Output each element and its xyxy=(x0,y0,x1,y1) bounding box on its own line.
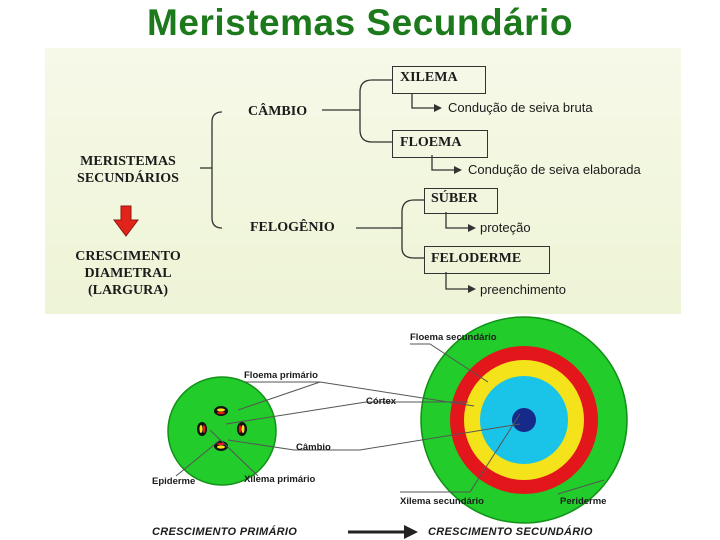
down-arrow-icon xyxy=(113,205,139,237)
primary-stem-section xyxy=(167,376,277,486)
feloderme-node: FELODERME xyxy=(431,251,522,266)
concept-map-panel xyxy=(45,48,681,314)
result-label-line2: DIAMETRAL xyxy=(84,266,172,281)
result-label-line3: (LARGURA) xyxy=(87,283,169,298)
floema-desc: Condução de seiva elaborada xyxy=(468,162,641,177)
label-floema-primario: Floema primário xyxy=(244,370,318,381)
label-periderme: Periderme xyxy=(560,496,607,507)
footer-primary-growth: CRESCIMENTO PRIMÁRIO xyxy=(152,526,298,538)
cambio-node: CÂMBIO xyxy=(248,104,308,119)
floema-node: FLOEMA xyxy=(400,135,462,150)
xilema-node: XILEMA xyxy=(400,70,458,85)
suber-box xyxy=(424,188,498,214)
root-label-line1: MERISTEMAS xyxy=(80,154,176,169)
label-epiderme: Epiderme xyxy=(152,476,196,487)
label-xilema-secundario: Xilema secundário xyxy=(400,496,484,507)
page-title: Meristemas Secundário xyxy=(147,2,573,43)
result-label-line1: CRESCIMENTO xyxy=(75,249,181,264)
growth-arrow-icon xyxy=(404,525,418,539)
label-xilema-primario: Xilema primário xyxy=(244,474,316,485)
vascular-bundle-top xyxy=(214,406,228,416)
floema-box xyxy=(392,130,488,158)
root-label-line2: SECUNDÁRIOS xyxy=(77,171,179,186)
vascular-bundle-bottom xyxy=(214,441,228,451)
secondary-stem-section xyxy=(420,316,628,524)
vascular-bundle-left xyxy=(197,422,207,436)
label-floema-secundario: Floema secundário xyxy=(410,332,497,343)
xilema-desc: Condução de seiva bruta xyxy=(448,100,593,115)
xilema-box xyxy=(392,66,486,94)
suber-node: SÚBER xyxy=(431,191,478,206)
feloderme-box xyxy=(424,246,550,274)
label-cortex: Córtex xyxy=(366,396,397,407)
feloderme-desc: preenchimento xyxy=(480,282,566,297)
vascular-bundle-right xyxy=(237,422,247,436)
footer-secondary-growth: CRESCIMENTO SECUNDÁRIO xyxy=(428,526,593,538)
label-cambio: Câmbio xyxy=(296,442,331,453)
suber-desc: proteção xyxy=(480,220,531,235)
felogenio-node: FELOGÊNIO xyxy=(250,220,335,235)
